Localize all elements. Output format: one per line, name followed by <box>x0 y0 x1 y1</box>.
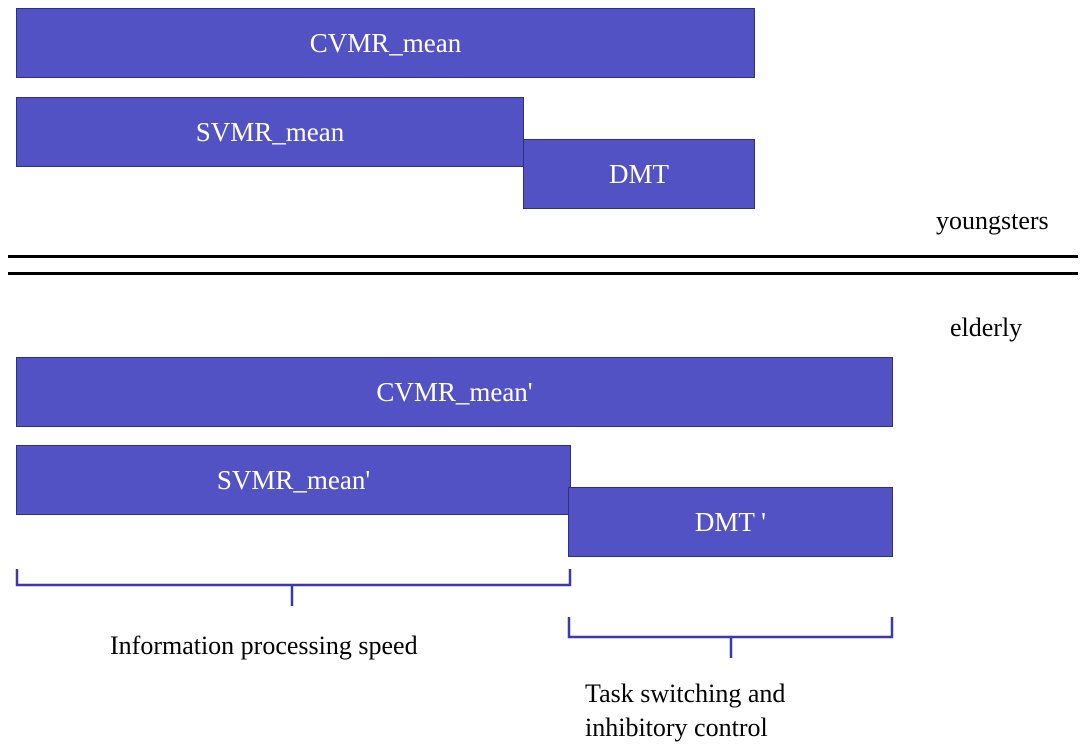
youngsters-dmt-label: DMT <box>609 158 669 189</box>
elderly-group-label: elderly <box>950 313 1023 342</box>
youngsters-cvmr-bar: CVMR_mean <box>16 8 755 78</box>
elderly-cvmr-bar: CVMR_mean' <box>16 357 893 427</box>
youngsters-cvmr-label: CVMR_mean <box>309 27 462 58</box>
switching-brace-path <box>567 617 894 658</box>
switching-brace-label-line2: inhibitory control <box>585 713 768 742</box>
speed-brace-path <box>15 569 572 606</box>
elderly-dmt-label: DMT ' <box>694 506 767 537</box>
youngsters-dmt-bar: DMT <box>523 139 755 209</box>
elderly-cvmr-label: CVMR_mean' <box>376 376 533 407</box>
elderly-dmt-bar: DMT ' <box>568 487 893 557</box>
elderly-svmr-bar: SVMR_mean' <box>16 445 571 515</box>
separator-line-top <box>8 255 1078 258</box>
separator-line-bottom <box>8 272 1078 275</box>
elderly-svmr-label: SVMR_mean' <box>216 464 371 495</box>
switching-brace-label-line1: Task switching and <box>585 679 786 708</box>
youngsters-svmr-bar: SVMR_mean <box>16 97 524 167</box>
speed-brace-label: Information processing speed <box>110 631 418 660</box>
youngsters-group-label: youngsters <box>936 206 1049 235</box>
youngsters-svmr-label: SVMR_mean <box>195 116 345 147</box>
